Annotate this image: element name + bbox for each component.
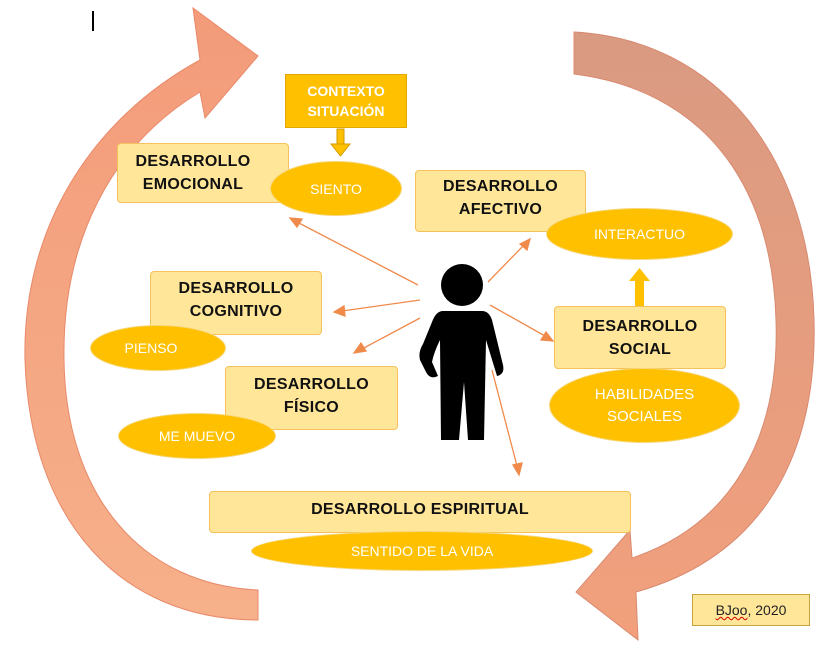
oval-habilidades-line2: SOCIALES: [606, 407, 682, 425]
oval-me-muevo-label: ME MUEVO: [158, 428, 236, 444]
oval-siento-label: SIENTO: [310, 180, 362, 197]
node-fisico-line1: DESARROLLO: [254, 376, 369, 393]
credit-separator: ,: [747, 602, 756, 618]
node-cognitivo-line1: DESARROLLO: [178, 280, 294, 297]
context-label-line1: CONTEXTO: [307, 83, 385, 99]
node-afectivo-line1: DESARROLLO: [443, 178, 558, 195]
oval-habilidades-sociales: HABILIDADES SOCIALES: [549, 368, 740, 443]
oval-me-muevo: ME MUEVO: [118, 413, 276, 459]
text-cursor: [92, 11, 94, 31]
credit-author: BJoo: [715, 602, 748, 618]
node-emocional-line1: DESARROLLO: [135, 153, 251, 170]
oval-siento: SIENTO: [270, 161, 402, 216]
social-up-arrow-icon: [629, 268, 650, 306]
node-social-line1: DESARROLLO: [582, 317, 698, 335]
cycle-arrow-right-icon: [573, 31, 815, 642]
oval-sentido-label: SENTIDO DE LA VIDA: [350, 543, 494, 559]
oval-pienso: PIENSO: [90, 325, 226, 371]
connector-arrows: [288, 217, 555, 477]
person-icon: [419, 264, 504, 440]
oval-interactuo-label: INTERACTUO: [594, 226, 685, 242]
node-cognitivo-line2: COGNITIVO: [189, 303, 283, 320]
node-espiritual-label: DESARROLLO ESPIRITUAL: [311, 500, 529, 518]
node-emocional-line2: EMOCIONAL: [142, 176, 244, 193]
node-cognitivo: DESARROLLO COGNITIVO: [150, 271, 322, 335]
node-emocional: DESARROLLO EMOCIONAL: [117, 143, 289, 203]
node-espiritual: DESARROLLO ESPIRITUAL: [209, 491, 631, 533]
author-credit: BJoo, 2020: [692, 594, 810, 626]
node-social-line2: SOCIAL: [608, 340, 672, 358]
oval-sentido-de-la-vida: SENTIDO DE LA VIDA: [251, 531, 593, 571]
node-fisico-line2: FÍSICO: [283, 399, 340, 416]
context-label-line2: SITUACIÓN: [307, 103, 385, 119]
context-situation-box: CONTEXTO SITUACIÓN: [285, 74, 407, 128]
context-down-arrow-icon: [329, 128, 352, 157]
node-afectivo-line2: AFECTIVO: [458, 201, 543, 218]
node-social: DESARROLLO SOCIAL: [554, 306, 726, 369]
cycle-arrow-left-icon: [24, 6, 259, 621]
oval-interactuo: INTERACTUO: [546, 208, 733, 260]
credit-year: 2020: [755, 602, 787, 618]
oval-pienso-label: PIENSO: [124, 340, 178, 356]
oval-habilidades-line1: HABILIDADES: [594, 385, 695, 403]
